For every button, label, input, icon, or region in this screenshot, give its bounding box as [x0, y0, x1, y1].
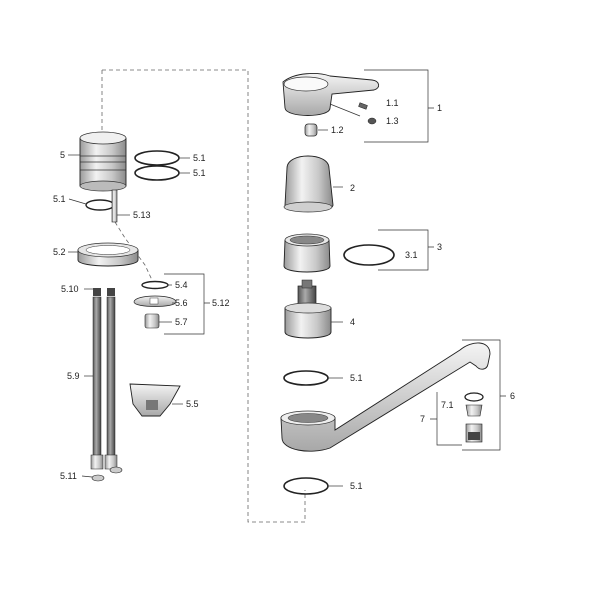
label-spout-oring-lower: 5.1 [350, 481, 363, 491]
spout-oring-upper-part [283, 370, 329, 386]
label-flexible-hose: 5.9 [67, 371, 80, 381]
cartridge-nut-part [283, 233, 331, 273]
label-body-oring-top-b: 5.1 [193, 168, 206, 178]
label-cartridge: 4 [350, 317, 355, 327]
cartridge-nut-oring-part [343, 244, 395, 266]
hose-seal-part [91, 466, 123, 482]
label-hose-oring: 5.10 [61, 284, 79, 294]
label-mounting-group: 5.12 [212, 298, 230, 308]
leader-5-11 [81, 475, 93, 478]
mounting-nut-part [144, 313, 160, 329]
mounting-washer-part [133, 295, 177, 307]
support-plate-part [129, 383, 181, 417]
label-body-oring-top-a: 5.1 [193, 153, 206, 163]
bracket-handle [364, 69, 434, 143]
handle-part [282, 73, 380, 117]
label-base-body: 5 [60, 150, 65, 160]
label-mounting-nut: 5.7 [175, 317, 188, 327]
label-cartridge-nut: 3 [437, 242, 442, 252]
label-handle-screw: 1.1 [386, 98, 399, 108]
bracket-aerator [430, 392, 462, 446]
label-aerator: 7 [420, 414, 425, 424]
spout-oring-lower-part [283, 477, 329, 495]
body-oring-top-b-part [134, 165, 180, 181]
label-mounting-oring: 5.4 [175, 280, 188, 290]
base-gasket-part [77, 242, 139, 267]
label-aerator-insert: 7.1 [441, 400, 454, 410]
label-index-button: 1.2 [331, 125, 344, 135]
label-set-screw: 1.3 [386, 116, 399, 126]
label-support-plate: 5.5 [186, 399, 199, 409]
assembly-dashed-line [102, 69, 306, 523]
label-body-oring-side: 5.1 [53, 194, 66, 204]
mounting-oring-part [141, 280, 169, 290]
label-mounting-washer: 5.6 [175, 298, 188, 308]
bracket-spout [462, 339, 506, 451]
bracket-mounting [164, 273, 210, 335]
body-oring-top-a-part [134, 150, 180, 166]
leader-5-1-side [68, 198, 87, 205]
body-stud-part [111, 189, 118, 223]
flexible-hose-part [90, 288, 118, 470]
label-cartridge-nut-oring: 3.1 [405, 250, 418, 260]
label-base-gasket: 5.2 [53, 247, 66, 257]
cartridge-part [284, 279, 332, 339]
label-handle: 1 [437, 103, 442, 113]
cap-part [283, 155, 334, 213]
label-spout-oring-upper: 5.1 [350, 373, 363, 383]
label-body-stud: 5.13 [133, 210, 151, 220]
aerator-part [465, 423, 483, 443]
spout-part [280, 342, 491, 452]
body-oring-side-part [85, 199, 115, 211]
base-body-part [79, 131, 127, 192]
aerator-insert-part [464, 392, 484, 417]
index-button-part [304, 123, 318, 137]
label-hose-seal: 5.11 [60, 471, 77, 481]
set-screw-part [367, 117, 377, 125]
handle-screw-part [358, 102, 368, 110]
bracket-nut [378, 229, 434, 271]
label-cap: 2 [350, 183, 355, 193]
label-spout: 6 [510, 391, 515, 401]
